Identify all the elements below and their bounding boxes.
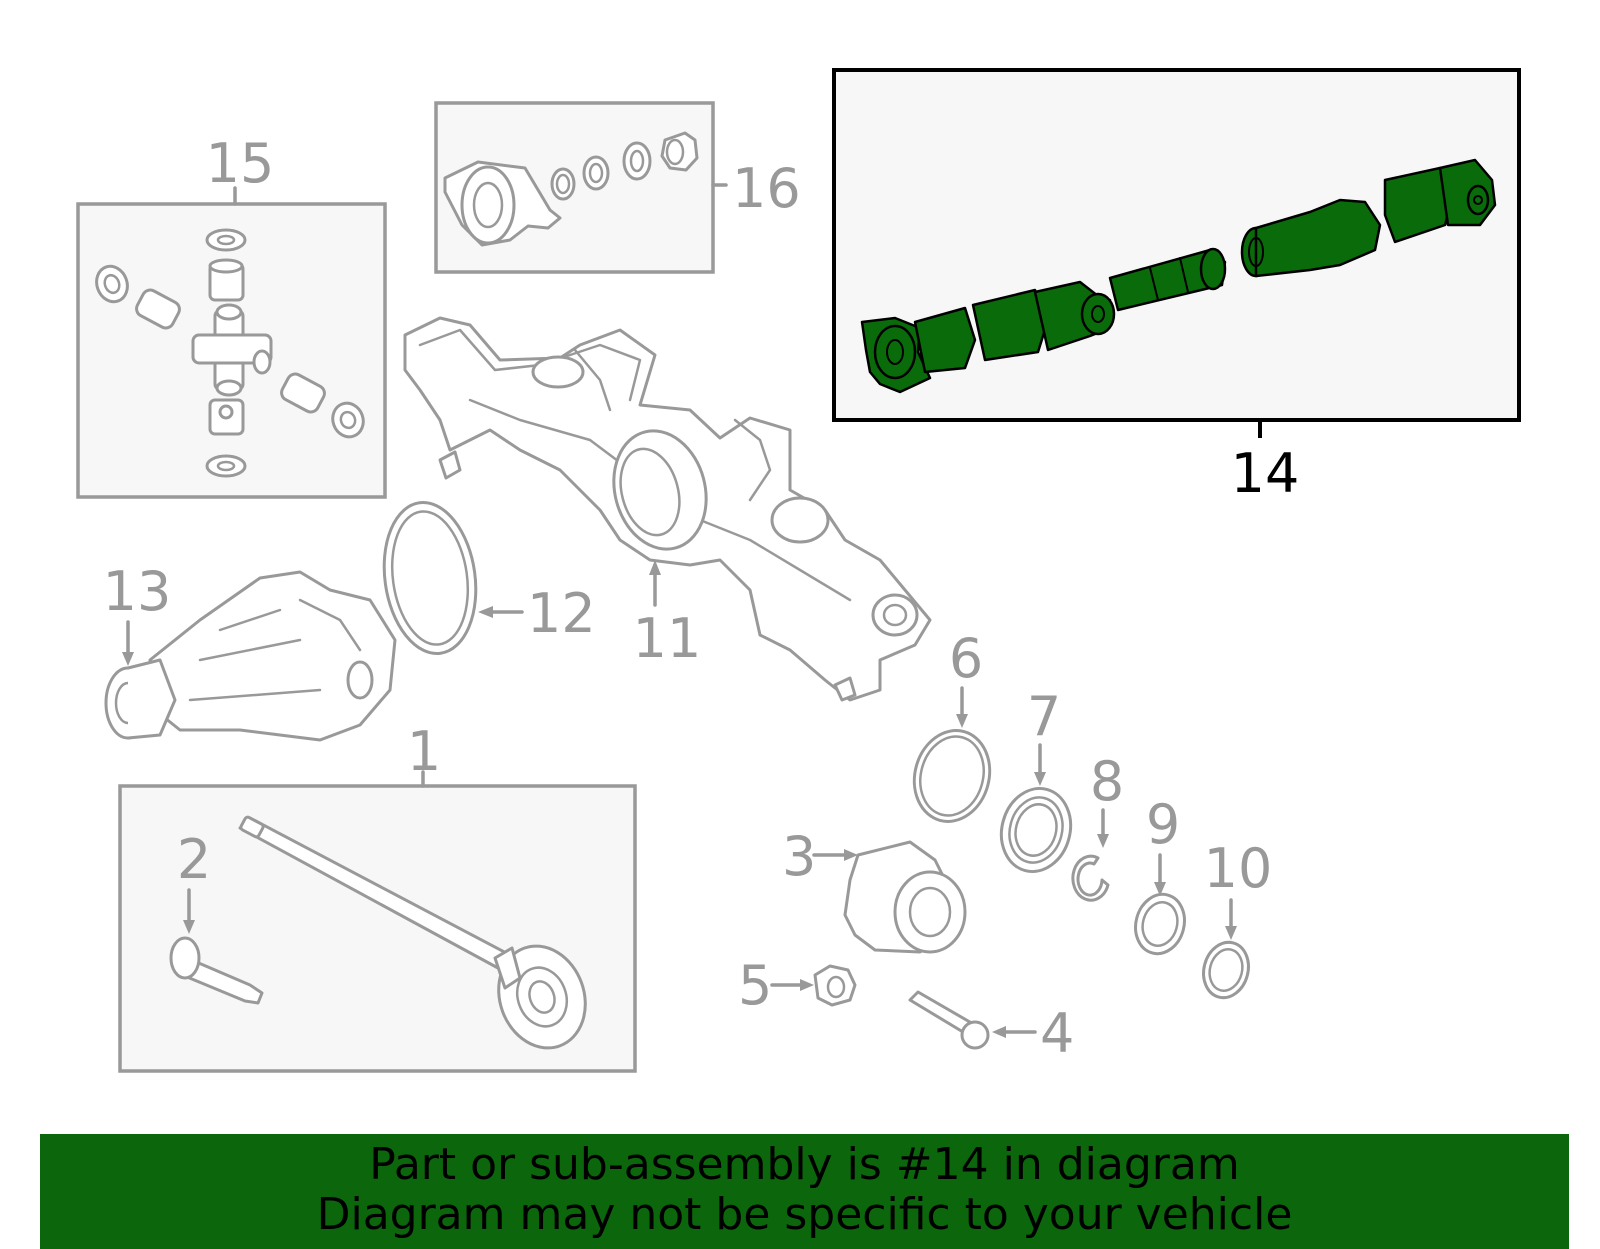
callout-7: 7 bbox=[1027, 685, 1061, 748]
part-13-differential-carrier[interactable] bbox=[104, 570, 397, 742]
part-4-bolt[interactable] bbox=[908, 990, 990, 1050]
callout-15: 15 bbox=[206, 132, 275, 195]
info-banner: Part or sub-assembly is #14 in diagram D… bbox=[40, 1134, 1569, 1249]
callout-11: 11 bbox=[633, 607, 702, 670]
callout-12: 12 bbox=[527, 582, 596, 645]
callout-1: 1 bbox=[407, 720, 441, 783]
part-6-o-ring[interactable] bbox=[904, 722, 999, 830]
callout-4: 4 bbox=[1040, 1002, 1074, 1065]
part-8-snap-ring[interactable] bbox=[1071, 854, 1110, 902]
part-9-spacer[interactable] bbox=[1129, 889, 1191, 959]
part-3-hub-bearing[interactable] bbox=[843, 840, 967, 954]
callout-6: 6 bbox=[949, 627, 983, 690]
callout-3: 3 bbox=[782, 825, 816, 888]
callout-16: 16 bbox=[732, 157, 801, 220]
callout-2: 2 bbox=[177, 828, 211, 891]
part-12-gasket[interactable] bbox=[375, 496, 485, 659]
part-14-propeller-shaft[interactable] bbox=[832, 68, 1521, 438]
callout-9: 9 bbox=[1146, 793, 1180, 856]
part-5-nut[interactable] bbox=[813, 964, 857, 1007]
banner-line-1: Part or sub-assembly is #14 in diagram bbox=[369, 1139, 1240, 1190]
callout-13: 13 bbox=[103, 560, 172, 623]
callout-14: 14 bbox=[1231, 442, 1300, 505]
callout-8: 8 bbox=[1090, 750, 1124, 813]
part-1-axle-shaft[interactable] bbox=[118, 770, 637, 1073]
part-11-axle-housing[interactable] bbox=[403, 316, 932, 702]
part-7-oil-seal[interactable] bbox=[992, 781, 1079, 880]
part-15-ujoint-kit[interactable] bbox=[76, 186, 387, 499]
callout-5: 5 bbox=[738, 954, 772, 1017]
banner-line-2: Diagram may not be specific to your vehi… bbox=[316, 1189, 1293, 1240]
part-10-ring[interactable] bbox=[1198, 937, 1255, 1002]
part-16-center-bearing[interactable] bbox=[434, 101, 728, 274]
callout-10: 10 bbox=[1204, 837, 1273, 900]
